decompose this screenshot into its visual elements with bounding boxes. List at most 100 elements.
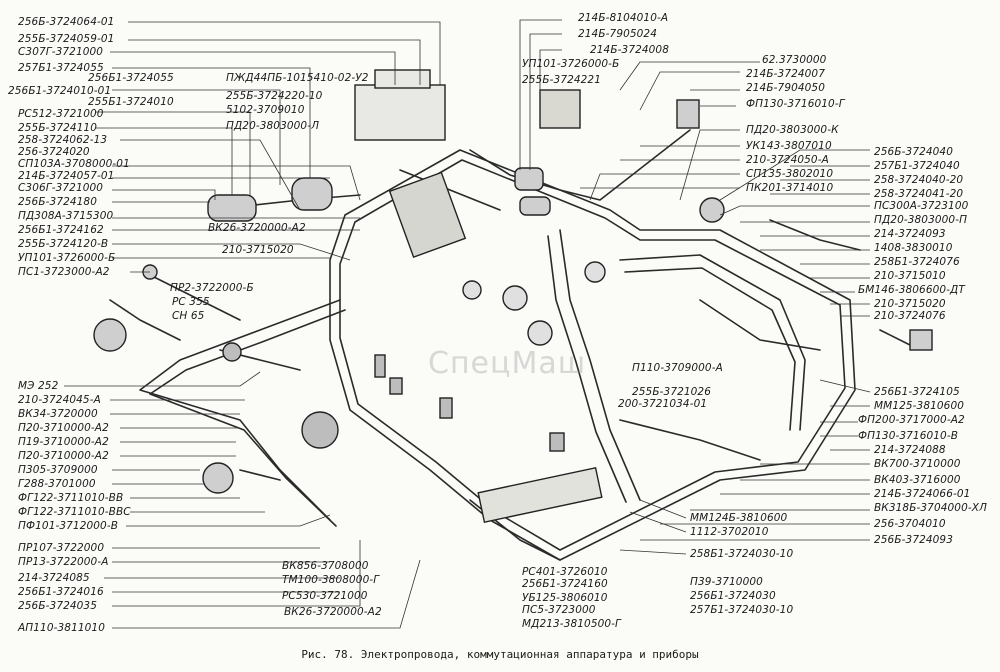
part-label: 258-3724062-13 xyxy=(18,134,108,146)
part-label: ФГ122-3711010-ВВ xyxy=(18,492,124,504)
right-frame-harness-2 xyxy=(624,267,796,431)
part-label: 256Б-3724180 xyxy=(18,196,97,208)
part-label: 258Б1-3724076 xyxy=(874,256,960,268)
part-label: РС 355 xyxy=(172,296,210,308)
gauge-1 xyxy=(502,285,528,311)
part-label: БМ146-3806600-ДТ xyxy=(858,284,965,296)
dashboard-harness-2 xyxy=(547,235,627,503)
part-label: 214Б-8104010-А xyxy=(578,12,669,24)
part-label: УП101-3726000-Б xyxy=(18,252,116,264)
part-label: СП135-3802010 xyxy=(746,168,834,180)
part-label: П305-3709000 xyxy=(18,464,98,476)
battery-box xyxy=(354,84,446,141)
part-label: 210-3715020 xyxy=(874,298,946,310)
part-label: 214Б-3724008 xyxy=(590,44,669,56)
part-label: 256Б1-3724105 xyxy=(874,386,960,398)
gauge-4 xyxy=(584,261,606,283)
part-label: РС512-3721000 xyxy=(18,108,104,120)
part-label: 258-3724041-20 xyxy=(874,188,964,200)
connector-4 xyxy=(389,377,403,395)
part-label: 255Б-3724110 xyxy=(18,122,97,134)
generator xyxy=(291,177,333,211)
part-label: 256Б-3724093 xyxy=(874,534,953,546)
part-label: ПД308А-3715300 xyxy=(18,210,114,222)
part-label: ПС300А-3723100 xyxy=(874,200,969,212)
part-label: ФГ122-3711010-ВВС xyxy=(18,506,131,518)
right-frame-harness xyxy=(619,254,806,431)
part-label: 62.3730000 xyxy=(762,54,827,66)
part-label: 256-3724020 xyxy=(18,146,90,158)
part-label: 200-3721034-01 xyxy=(618,398,708,410)
dashboard-panel xyxy=(477,467,603,523)
part-label: РС401-3726010 xyxy=(522,566,608,578)
part-label: 255Б-3724059-01 xyxy=(18,33,115,45)
figure-caption: Рис. 78. Электропровода, коммутационная … xyxy=(301,648,699,661)
part-label: 1408-3830010 xyxy=(874,242,953,254)
left-front-harness-2 xyxy=(149,309,346,527)
part-label: 256Б1-3724162 xyxy=(18,224,104,236)
part-label: ПР13-3722000-А xyxy=(18,556,109,568)
part-label: ВК700-3710000 xyxy=(874,458,961,470)
part-label: 256Б-3724040 xyxy=(874,146,953,158)
part-label: МЭ 252 xyxy=(18,380,59,392)
part-label: П110-3709000-А xyxy=(632,362,723,374)
part-label: ВК403-3716000 xyxy=(874,474,961,486)
headlight-left-2 xyxy=(202,462,234,494)
part-label: Г288-3701000 xyxy=(18,478,96,490)
main-harness-outer xyxy=(329,149,856,561)
control-unit-2 xyxy=(519,196,551,216)
part-label: ТМ100-3808000-Г xyxy=(282,574,380,586)
roof-harness-2 xyxy=(399,169,501,211)
part-label: ПД20-3803000-К xyxy=(746,124,839,136)
part-label: РС530-3721000 xyxy=(282,590,368,602)
part-label: ММ124Б-3810600 xyxy=(690,512,788,524)
part-label: УП101-3726000-Б xyxy=(522,58,620,70)
part-label: 255Б-3724220-10 xyxy=(226,90,323,102)
connector-2 xyxy=(549,432,565,452)
roof-relay xyxy=(676,99,700,129)
part-label: ПР107-3722000 xyxy=(18,542,105,554)
part-label: ПЖД44ПБ-1015410-02-У2 xyxy=(226,72,369,84)
part-label: 258Б1-3724030-10 xyxy=(690,548,794,560)
gauge-3 xyxy=(462,280,482,300)
part-label: 210-3724045-А xyxy=(18,394,101,406)
part-label: 257Б1-3724055 xyxy=(18,62,104,74)
part-label: 255Б1-3724010 xyxy=(88,96,174,108)
part-label: ПФ101-3712000-В xyxy=(18,520,119,532)
part-label: 210-3715010 xyxy=(874,270,946,282)
relay-block xyxy=(388,171,467,259)
part-label: 258-3724040-20 xyxy=(874,174,964,186)
lamp xyxy=(222,342,242,362)
part-label: С306Г-3721000 xyxy=(18,182,104,194)
part-label: 257Б1-3724030-10 xyxy=(690,604,794,616)
part-label: 257Б1-3724040 xyxy=(874,160,960,172)
part-label: ВК26-3720000-А2 xyxy=(208,222,306,234)
part-label: 210-3724050-А xyxy=(746,154,829,166)
part-label: П20-3710000-А2 xyxy=(18,450,109,462)
gauge-2 xyxy=(527,320,553,346)
part-label: 255Б-3724120-В xyxy=(18,238,109,250)
part-label: 214-3724085 xyxy=(18,572,90,584)
part-label: 214Б-3724057-01 xyxy=(18,170,115,182)
part-label: 214-3724093 xyxy=(874,228,946,240)
part-label: 256Б1-3724010-01 xyxy=(8,85,112,97)
part-label: 5102-3709010 xyxy=(226,104,305,116)
part-label: МД213-3810500-Г xyxy=(522,618,621,630)
headlight-left xyxy=(93,318,127,352)
part-label: ФП200-3717000-А2 xyxy=(858,414,965,426)
part-label: ПД20-3803000-П xyxy=(874,214,968,226)
switch-block xyxy=(539,89,581,129)
part-label: ФП130-3716010-Г xyxy=(746,98,845,110)
part-label: УК143-3807010 xyxy=(746,140,832,152)
part-label: ВК856-3708000 xyxy=(282,560,369,572)
part-label: ММ125-3810600 xyxy=(874,400,965,412)
part-label: С307Г-3721000 xyxy=(18,46,104,58)
part-label: ПС1-3723000-А2 xyxy=(18,266,110,278)
part-label: 256Б1-3724160 xyxy=(522,578,608,590)
part-label: 256Б1-3724016 xyxy=(18,586,104,598)
left-front-harness xyxy=(139,299,341,521)
part-label: ВК34-3720000 xyxy=(18,408,98,420)
part-label: П19-3710000-А2 xyxy=(18,436,109,448)
part-label: СН 65 xyxy=(172,310,205,322)
